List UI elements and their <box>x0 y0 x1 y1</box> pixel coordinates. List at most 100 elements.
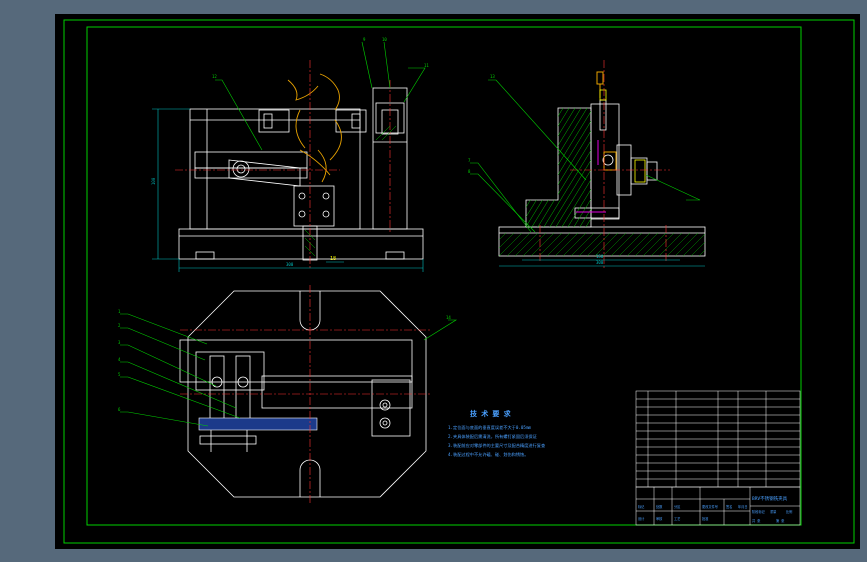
side-view-magenta-parts <box>576 140 606 213</box>
balloon-4: 4 <box>118 357 121 362</box>
hatch-line <box>526 108 591 227</box>
hatch-line <box>547 108 591 227</box>
hatch-line <box>546 233 571 256</box>
hatch-line <box>578 233 603 256</box>
hatch-line <box>577 108 591 227</box>
hatch-line <box>618 233 643 256</box>
tb-label-sheet-no: 第 张 <box>776 518 785 523</box>
hatch-line <box>526 108 591 227</box>
tb-label-change-doc: 更改文件号 <box>702 504 718 509</box>
tech-requirement-4: 4.装配过程中不允许磕、碰、划伤和锈蚀。 <box>448 451 528 458</box>
top-view-blue-bar <box>198 417 318 431</box>
hatch-line <box>526 108 545 227</box>
outer-sheet-border <box>63 19 855 544</box>
front-view-leaders <box>215 41 426 151</box>
hatch-line <box>650 233 675 256</box>
hatch-line <box>559 108 591 227</box>
hatch-line <box>499 233 515 249</box>
hatch-line <box>526 108 575 227</box>
hatch-line <box>715 233 738 256</box>
hatch-line <box>526 108 591 227</box>
balloon-7: 7 <box>468 158 471 163</box>
tb-label-process: 工艺 <box>674 516 680 521</box>
hatch-line <box>690 241 705 256</box>
hatch-line <box>526 108 569 227</box>
balloon-5: 5 <box>118 372 121 377</box>
title-block <box>635 486 801 526</box>
hatch-line <box>674 233 699 256</box>
hatch-line <box>440 100 520 230</box>
tech-requirement-1: 1.定位面与底面的垂直度误差不大于0.05mm <box>448 424 531 431</box>
drawing-canvas[interactable] <box>55 14 860 549</box>
hatch-line <box>562 233 587 256</box>
top-view-centerlines <box>180 285 430 505</box>
hatch-line <box>526 108 581 227</box>
hatch-line <box>434 100 514 230</box>
tech-requirements-list: 1.定位面与底面的垂直度误差不大于0.05mm 2.夹具体装配后需清洗，所有螺钉… <box>448 424 546 458</box>
balloon-3: 3 <box>118 340 121 345</box>
hatch-line <box>422 100 502 230</box>
hatch-line <box>499 233 507 241</box>
hatch-line <box>594 233 619 256</box>
hatch-line <box>682 233 705 256</box>
hatch-line <box>514 233 539 256</box>
hatch-line <box>526 108 563 227</box>
hatch-line <box>410 100 490 230</box>
hatch-line <box>526 108 533 227</box>
hatch-line <box>428 100 508 230</box>
balloon-8: 8 <box>468 169 471 174</box>
side-view-centerlines <box>539 60 670 268</box>
tb-label-weight: 重量 <box>770 509 777 514</box>
hatch-line <box>632 100 712 230</box>
balloon-13: 13 <box>490 74 495 79</box>
balloon-9: 9 <box>363 37 366 42</box>
hatch-line <box>642 233 667 256</box>
front-small-dimension: 18 <box>330 256 336 262</box>
hatch-line <box>620 100 700 230</box>
side-view-dimensions <box>499 259 705 267</box>
side-small-dimension: 150 <box>596 254 604 259</box>
hatch-line <box>554 233 579 256</box>
hatch-line <box>404 100 484 230</box>
hatch-line <box>626 233 651 256</box>
hatch-line <box>634 233 659 256</box>
tb-label-count: 处数 <box>656 504 663 509</box>
tb-label-date: 年月日 <box>738 504 748 509</box>
hatch-line <box>526 108 557 227</box>
hatch-line <box>583 108 591 227</box>
hatch-line <box>380 100 460 230</box>
hatch-line <box>666 233 691 256</box>
hatch-line <box>506 233 531 256</box>
side-view-yellow-parts <box>599 89 646 183</box>
tech-requirements-title: 技 术 要 求 <box>470 409 512 418</box>
hatch-line <box>526 108 551 227</box>
balloon-labels: 9 10 11 12 13 1 2 3 4 5 6 7 8 14 <box>118 37 495 412</box>
hatch-line <box>467 233 490 256</box>
side-width-dimension: 300 <box>596 260 604 265</box>
hatch-line <box>526 108 587 227</box>
tech-requirement-2: 2.夹具体装配后需清洗，所有螺钉紧固后须保证 <box>448 433 538 440</box>
side-view <box>498 99 706 257</box>
hatch-line <box>541 108 591 227</box>
hatch-line <box>614 100 694 230</box>
tb-label-review: 审核 <box>656 516 663 521</box>
balloon-12: 12 <box>212 74 217 79</box>
tech-requirement-3: 3.装配前应对零部件的主要尺寸及配合精度进行复查 <box>448 442 546 449</box>
top-view-leaders <box>120 313 458 427</box>
hatch-line <box>602 100 682 230</box>
drawing-name: BRV不锈钢铣夹具 <box>752 495 788 502</box>
hatch-line <box>698 249 705 256</box>
hatch-line <box>530 233 555 256</box>
side-view-leaders <box>470 79 701 233</box>
hatch-line <box>459 233 482 256</box>
hatch-line <box>535 108 591 227</box>
hatch-line <box>707 233 730 256</box>
hatch-line <box>565 108 591 227</box>
parts-list-table <box>635 390 801 488</box>
tb-label-zone: 分区 <box>674 504 681 509</box>
hatch-line <box>638 100 718 230</box>
front-view <box>178 87 424 261</box>
hatch-line <box>626 100 706 230</box>
balloon-14: 14 <box>446 315 451 320</box>
